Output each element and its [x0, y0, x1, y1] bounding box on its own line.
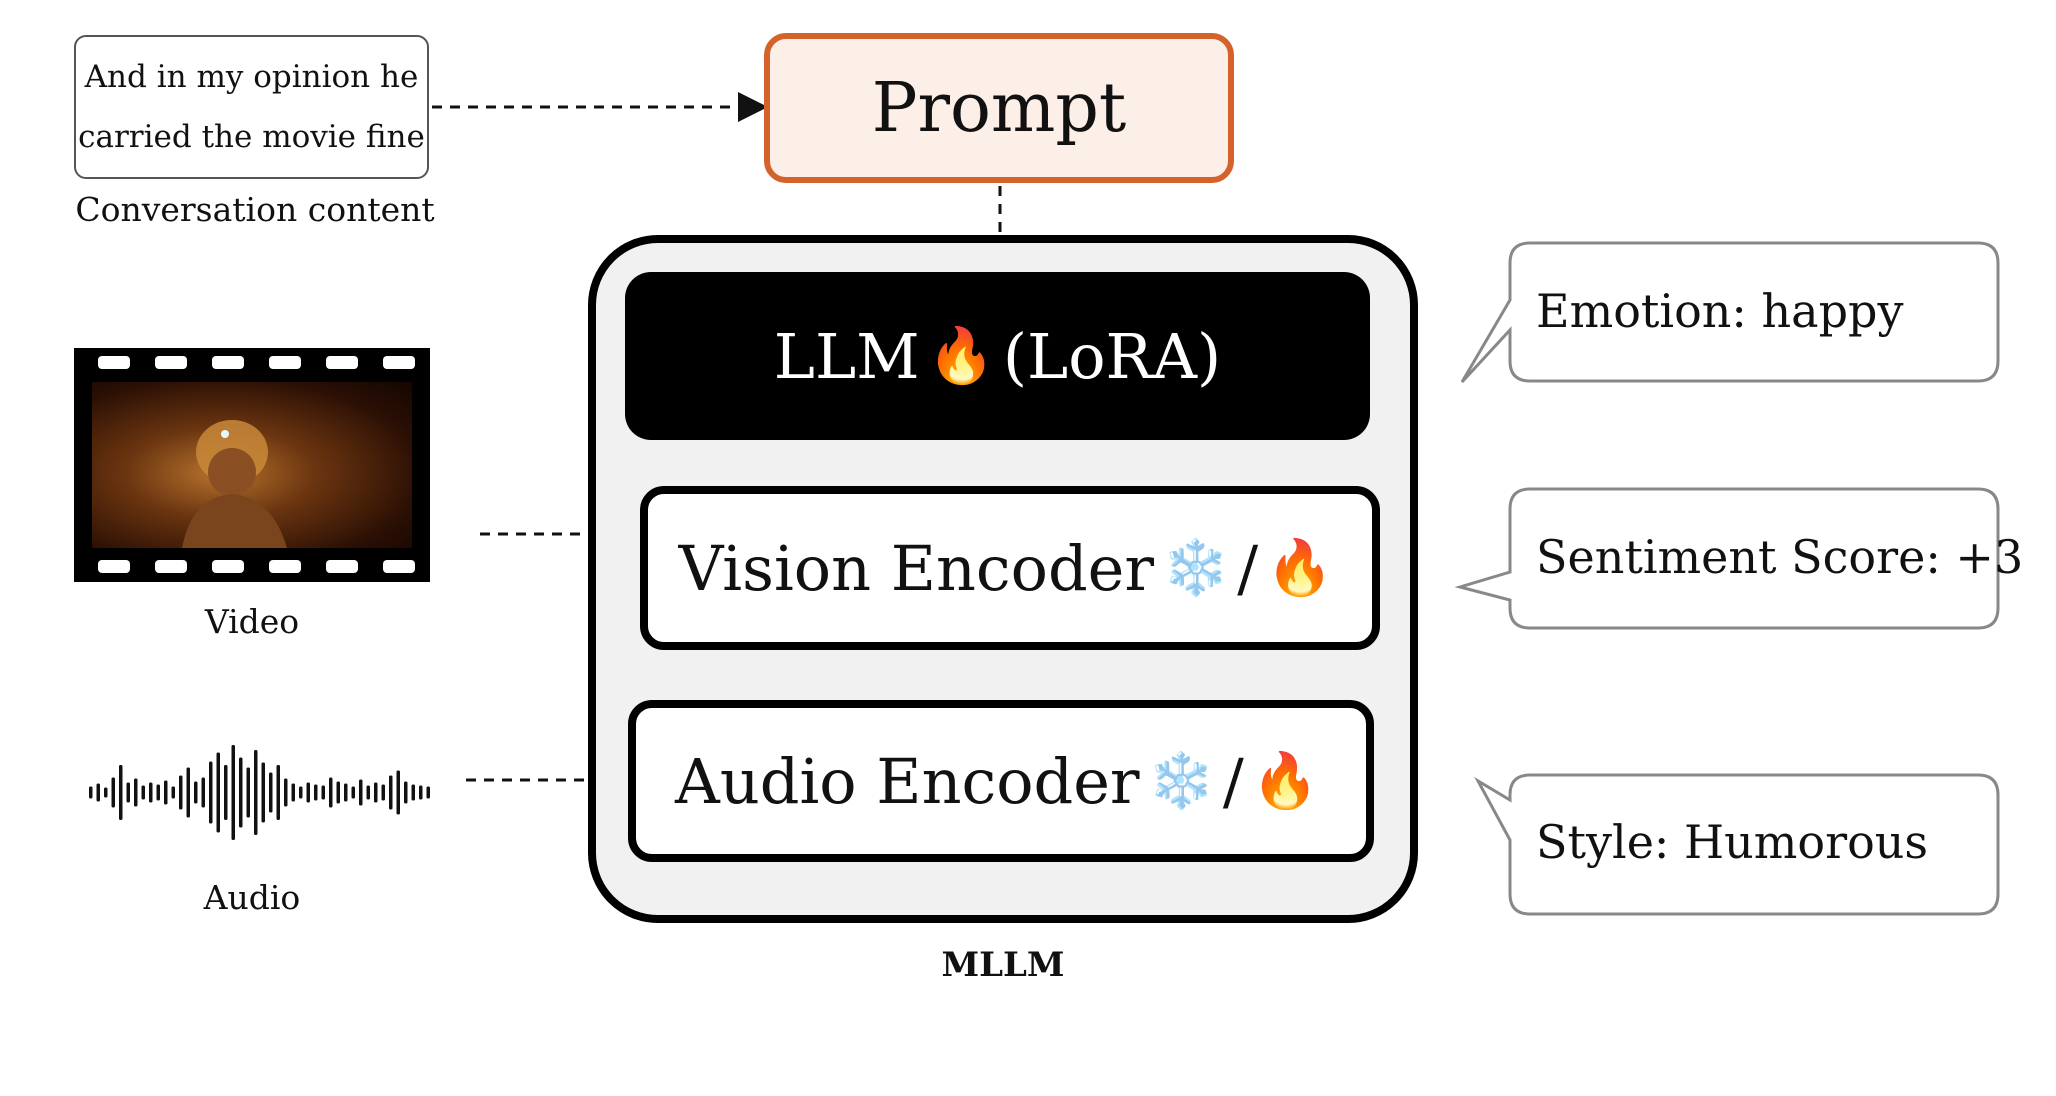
waveform-bar — [179, 775, 183, 810]
prompt-label: Prompt — [871, 68, 1127, 148]
waveform-bar — [291, 783, 295, 802]
waveform-bar — [419, 785, 423, 800]
waveform-bar — [306, 782, 310, 803]
fire-icon: 🔥 — [1266, 536, 1334, 599]
waveform-bar — [119, 765, 123, 820]
waveform-bar — [239, 757, 243, 828]
waveform-bar — [96, 783, 100, 802]
video-filmstrip-icon — [74, 348, 430, 582]
vision-encoder-label: Vision Encoder — [678, 531, 1154, 605]
video-still-image — [92, 382, 412, 548]
waveform-bar — [171, 786, 175, 799]
waveform-bar — [104, 787, 108, 798]
waveform-bar — [411, 784, 415, 801]
waveform-bar — [261, 762, 265, 823]
waveform-bar — [321, 785, 325, 800]
waveform-bar — [374, 782, 378, 803]
waveform-bar — [359, 779, 363, 806]
llm-block: LLM 🔥 (LoRA) — [625, 272, 1370, 440]
waveform-bar — [149, 782, 153, 803]
snowflake-icon: ❄️ — [1162, 536, 1230, 599]
conversation-line-1: And in my opinion he — [84, 59, 419, 95]
fire-icon: 🔥 — [1251, 749, 1319, 812]
waveform-bar — [366, 785, 370, 800]
waveform-bar — [201, 777, 205, 808]
audio-label: Audio — [203, 878, 301, 917]
waveform-bar — [194, 781, 198, 804]
video-label: Video — [204, 602, 300, 641]
waveform-bar — [314, 784, 318, 801]
audio-encoder-block: Audio Encoder ❄️ / 🔥 — [628, 700, 1374, 862]
waveform-bar — [389, 775, 393, 810]
waveform-bar — [276, 765, 280, 820]
waveform-bar — [381, 784, 385, 801]
fire-icon: 🔥 — [927, 324, 995, 387]
waveform-bar — [186, 767, 190, 818]
waveform-bar — [89, 786, 93, 799]
waveform-bar — [351, 786, 355, 799]
waveform-bar — [126, 782, 130, 803]
waveform-bar — [426, 786, 430, 799]
emotion-bubble — [1460, 241, 2000, 384]
vision-separator: / — [1237, 531, 1259, 605]
audio-encoder-label: Audio Encoder — [675, 744, 1140, 818]
waveform-bar — [224, 765, 228, 820]
sentiment-bubble — [1454, 487, 2000, 630]
lora-label: (LoRA) — [1002, 319, 1222, 393]
waveform-bar — [164, 780, 168, 805]
prompt-box: Prompt — [764, 33, 1234, 183]
llm-label: LLM — [773, 319, 920, 393]
waveform-bar — [284, 778, 288, 807]
waveform-bar — [156, 784, 160, 801]
waveform-bar — [141, 785, 145, 800]
conversation-line-2: carried the movie fine — [78, 119, 425, 155]
emotion-output: Emotion: happy — [1536, 284, 1904, 338]
audio-waveform-icon — [89, 745, 430, 840]
waveform-bar — [246, 767, 250, 818]
conversation-content-label: Conversation content — [75, 190, 435, 229]
waveform-bar — [329, 777, 333, 808]
waveform-bar — [111, 777, 115, 808]
style-output: Style: Humorous — [1536, 815, 1929, 869]
waveform-bar — [269, 772, 273, 813]
waveform-bar — [134, 778, 138, 807]
waveform-bar — [209, 761, 213, 824]
waveform-bar — [254, 750, 258, 835]
audio-separator: / — [1222, 744, 1244, 818]
waveform-bar — [396, 770, 400, 815]
mllm-label: MLLM — [941, 945, 1065, 985]
sentiment-output: Sentiment Score: +3 — [1536, 530, 2024, 584]
waveform-bar — [336, 781, 340, 804]
waveform-bar — [216, 752, 220, 833]
snowflake-icon: ❄️ — [1147, 749, 1215, 812]
waveform-bar — [299, 786, 303, 799]
vision-encoder-block: Vision Encoder ❄️ / 🔥 — [640, 486, 1380, 650]
waveform-bar — [404, 781, 408, 804]
waveform-bar — [231, 745, 235, 840]
firefighter-figure — [182, 420, 287, 548]
conversation-content-box: And in my opinion he carried the movie f… — [74, 35, 429, 179]
waveform-bar — [344, 783, 348, 802]
style-bubble — [1474, 773, 2000, 916]
